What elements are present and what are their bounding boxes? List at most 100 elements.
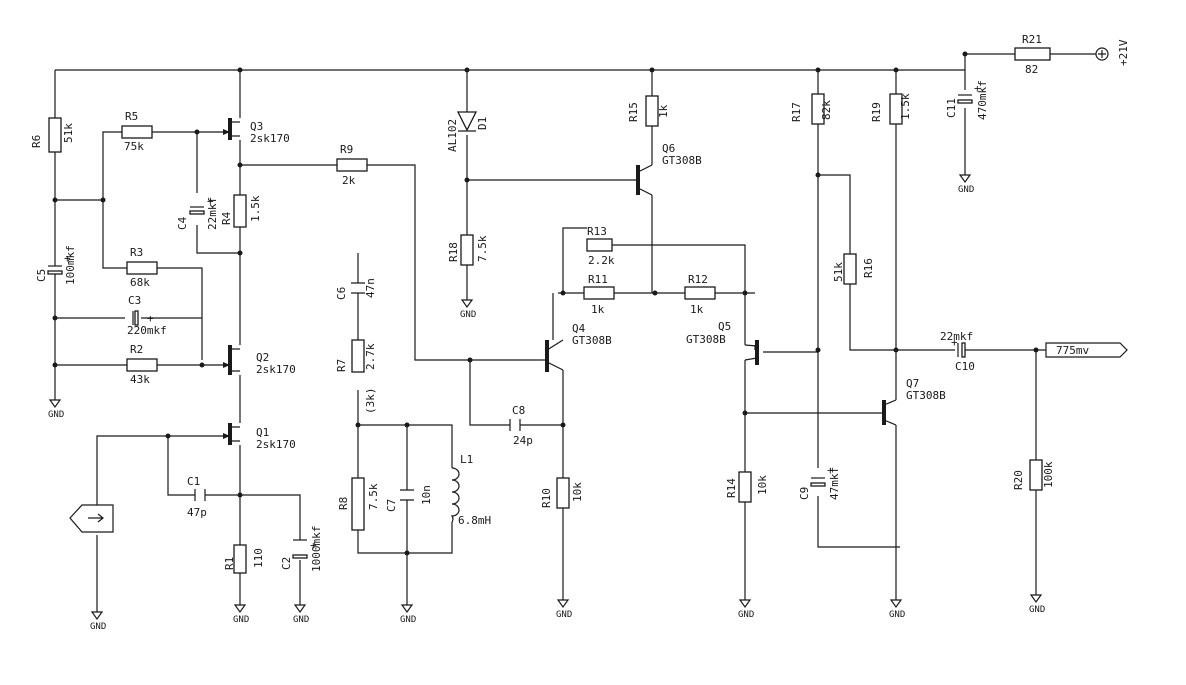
resistor-r4 [233, 194, 247, 228]
label-r7-alt: (3k) [364, 388, 377, 415]
resistor-r1 [233, 544, 247, 574]
label-r13-ref: R13 [587, 225, 607, 238]
label-q3-ref: Q3 [250, 120, 263, 133]
label-r8-ref: R8 [337, 497, 350, 510]
label-c4-value: 22mkf [206, 197, 219, 230]
label-q5-value: GT308B [686, 333, 726, 346]
label-r15-value: 1k [657, 104, 670, 118]
label-q5-ref: Q5 [718, 320, 731, 333]
resistor-r18 [460, 234, 474, 266]
label-r15-ref: R15 [627, 102, 640, 122]
label-r14-value: 10k [756, 475, 769, 495]
label-r7-value: 2.7k [364, 343, 377, 370]
label-r12-ref: R12 [688, 273, 708, 286]
label-r2-ref: R2 [130, 343, 143, 356]
bjt-q6 [636, 164, 653, 196]
bjt-q4 [543, 339, 564, 372]
label-c9-value: 47mkf [828, 467, 841, 500]
capacitor-c10 [957, 342, 966, 358]
bjt-q7 [882, 399, 897, 426]
ground-symbols [48, 174, 1043, 621]
resistor-r11 [583, 286, 615, 300]
jfet-q2 [223, 345, 240, 375]
label-r13-value: 2.2k [588, 254, 615, 267]
label-r16-value: 51k [832, 262, 845, 282]
gnd-label-9: GND [889, 610, 905, 620]
gnd-label-6: GND [460, 310, 476, 320]
resistor-r19 [889, 93, 903, 125]
label-q2-ref: Q2 [256, 351, 269, 364]
capacitor-c11 [957, 94, 973, 104]
resistor-r3 [126, 261, 158, 275]
capacitor-c5 [47, 248, 63, 292]
gnd-label-2: GND [90, 622, 106, 632]
capacitor-c6 [351, 282, 365, 294]
label-r20-value: 100k [1042, 461, 1055, 488]
label-q6-ref: Q6 [662, 142, 675, 155]
bjt-q5 [744, 340, 759, 365]
label-c5-plus: + [64, 252, 71, 265]
label-r9-value: 2k [342, 174, 356, 187]
wires [54, 53, 1096, 612]
label-r1-value: 110 [252, 548, 265, 568]
resistor-r8 [351, 477, 365, 531]
label-c2-plus: + [310, 539, 317, 552]
label-q4-ref: Q4 [572, 322, 586, 335]
gnd-label-10: GND [958, 185, 974, 195]
label-q7-ref: Q7 [906, 377, 919, 390]
label-r6-value: 51k [62, 123, 75, 143]
label-r16-ref: R16 [862, 258, 875, 278]
supply-terminal [1095, 47, 1109, 61]
resistor-r14 [738, 471, 752, 503]
label-c9-ref: C9 [798, 487, 811, 500]
label-r17-value: 82k [820, 100, 833, 120]
input-connector [69, 504, 114, 533]
diode-d1 [456, 111, 478, 132]
resistor-r21 [1014, 47, 1051, 61]
gnd-label-4: GND [293, 615, 309, 625]
gnd-label-3: GND [233, 615, 249, 625]
label-c1-ref: C1 [187, 475, 200, 488]
label-r9-ref: R9 [340, 143, 353, 156]
label-c8-value: 24p [513, 434, 533, 447]
label-c10-plus: + [951, 336, 958, 349]
resistor-r6 [48, 117, 62, 153]
label-c8-ref: C8 [512, 404, 525, 417]
resistor-r17 [811, 93, 825, 125]
label-q1-value: 2sk170 [256, 438, 296, 451]
label-r6-ref: R6 [30, 135, 43, 148]
inductor-l1 [450, 467, 460, 523]
jfet-q3 [222, 118, 240, 140]
label-r21-ref: R21 [1022, 33, 1042, 46]
gnd-label-1: GND [48, 410, 64, 420]
label-q2-value: 2sk170 [256, 363, 296, 376]
label-q7-value: GT308B [906, 389, 946, 402]
label-r3-value: 68k [130, 276, 150, 289]
capacitor-c8 [509, 419, 521, 431]
label-r3-ref: R3 [130, 246, 143, 259]
label-c11-ref: C11 [945, 98, 958, 118]
label-d1-value: AL102 [446, 119, 459, 152]
label-r8-value: 7.5k [367, 483, 380, 510]
label-r5-ref: R5 [125, 110, 138, 123]
label-r20-ref: R20 [1012, 470, 1025, 490]
label-supply: +21V [1117, 39, 1130, 66]
gnd-label-8: GND [738, 610, 754, 620]
label-r4-value: 1.5k [249, 195, 262, 222]
component-labels: R6 51k R5 75k R3 68k C3 220mkf + R2 43k … [30, 33, 1130, 572]
label-r10-value: 10k [571, 482, 584, 502]
label-q6-value: GT308B [662, 154, 702, 167]
label-r10-ref: R10 [540, 488, 553, 508]
resistor-r5 [121, 125, 153, 139]
ground-labels: GND GND GND GND GND GND GND GND GND GND … [48, 185, 1045, 632]
label-r12-value: 1k [690, 303, 704, 316]
label-q1-ref: Q1 [256, 426, 269, 439]
label-c6-value: 47n [364, 278, 377, 298]
resistor-r10 [556, 477, 570, 509]
label-c10-ref: C10 [955, 360, 975, 373]
resistor-r12 [684, 286, 716, 300]
label-q4-value: GT308B [572, 334, 612, 347]
label-r5-value: 75k [124, 140, 144, 153]
capacitor-c3 [132, 310, 139, 326]
